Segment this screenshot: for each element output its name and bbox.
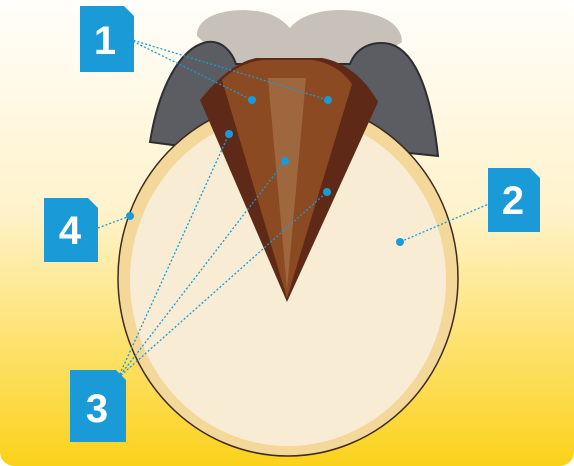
point-1a bbox=[248, 96, 256, 104]
point-4 bbox=[126, 212, 134, 220]
point-1b bbox=[324, 96, 332, 104]
point-3b bbox=[281, 157, 289, 165]
callout-1-label: 1 bbox=[94, 19, 116, 63]
point-3c bbox=[323, 188, 331, 196]
callout-2: 2 bbox=[488, 168, 540, 232]
callout-2-label: 2 bbox=[502, 179, 524, 223]
callout-3: 3 bbox=[70, 370, 126, 442]
callout-1: 1 bbox=[80, 6, 134, 72]
callout-4: 4 bbox=[44, 198, 98, 262]
point-3a bbox=[225, 130, 233, 138]
point-2 bbox=[396, 238, 404, 246]
callout-3-label: 3 bbox=[86, 387, 108, 431]
callout-4-label: 4 bbox=[59, 209, 82, 253]
